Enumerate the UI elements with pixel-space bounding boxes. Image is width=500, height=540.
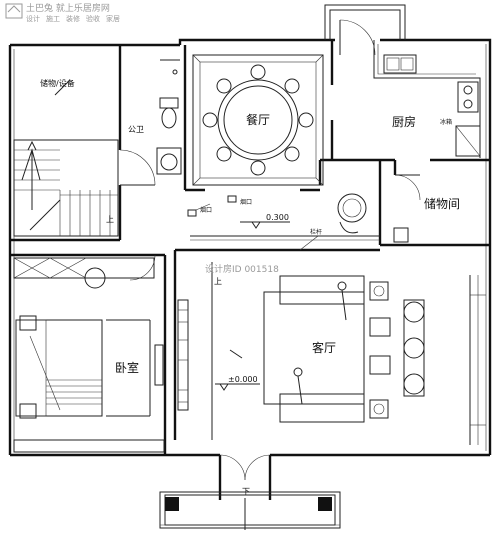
porch-down-label: 下 — [242, 487, 250, 496]
front-porch: 下 — [159, 454, 341, 530]
fridge-label: 冰箱 — [440, 118, 452, 126]
corridor: 烟口 烟口 0.300 栏杆 — [129, 193, 380, 281]
storage-equipment-room: 储物/设备 — [40, 78, 75, 96]
entry-up-label: 上 — [214, 277, 222, 286]
flue-label-a: 烟口 — [200, 206, 212, 214]
room-label-living: 客厅 — [312, 340, 336, 355]
dining-room: 餐厅 — [192, 54, 324, 186]
watermark-logo: 土巴兔 就上乐居房网 设计 施工 装修 验收 家居 — [5, 2, 120, 23]
watermark-sub-2: 施工 — [46, 14, 60, 23]
watermark-brand: 土巴兔 就上乐居房网 — [26, 2, 110, 14]
staircase: 上 — [13, 139, 119, 237]
flue-label-b: 烟口 — [240, 198, 252, 206]
room-label-bedroom: 卧室 — [115, 360, 139, 375]
watermark-id: 设计房ID 001518 — [205, 263, 279, 275]
kitchen: 冰箱 厨房 — [339, 19, 481, 158]
outer-walls — [8, 4, 492, 457]
room-label-public-bath: 公卫 — [128, 125, 144, 134]
bedroom: 卧室 — [13, 257, 165, 453]
watermark-sub-1: 设计 — [26, 14, 40, 23]
room-label-dining: 餐厅 — [246, 112, 270, 127]
stairs-up-label: 上 — [106, 215, 114, 224]
public-bath: 公卫 — [119, 59, 182, 186]
living-room: 客厅 上 ±0.000 — [177, 262, 486, 445]
room-label-kitchen: 厨房 — [392, 114, 416, 129]
watermark-sub-4: 验收 — [86, 14, 100, 23]
storage-room: 储物间 — [393, 174, 460, 243]
room-label-storage-room: 储物间 — [424, 196, 460, 211]
room-label-storage-equipment: 储物/设备 — [40, 78, 75, 88]
interior-walls — [10, 40, 490, 455]
elevation-0300: 0.300 — [266, 213, 289, 222]
elevation-0000: ±0.000 — [228, 375, 258, 384]
railing-label: 栏杆 — [310, 228, 322, 236]
watermark-sub-3: 装修 — [66, 14, 80, 23]
watermark-sub-5: 家居 — [106, 14, 120, 23]
